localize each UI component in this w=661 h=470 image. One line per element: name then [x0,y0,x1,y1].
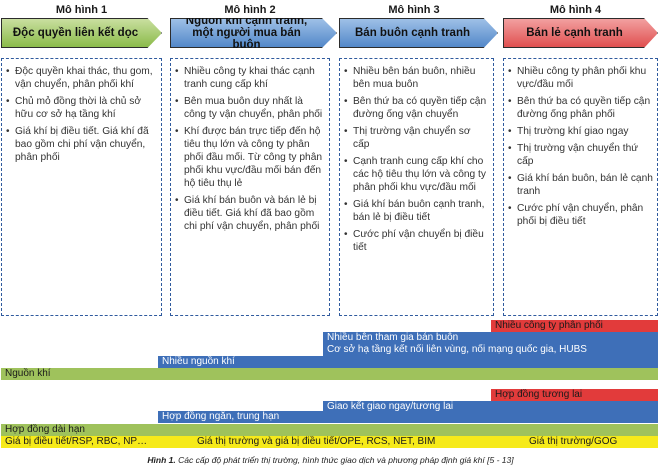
list-item: Giá khí bán buôn, bán lẻ cạnh tranh [508,172,653,198]
list-item: Nhiều công ty khai thác cạnh tranh cung … [175,65,325,91]
list-item: Thị trường vận chuyển thứ cấp [508,142,653,168]
market-prices-label: Giá thị trường/GOG [529,436,618,447]
list-item: Nhiều bên bán buôn, nhiều bên mua buôn [344,65,489,91]
list-item: Cước phí vận chuyển bị điều tiết [344,228,489,254]
many-gas-sources-bar: Nhiều nguồn khí [158,356,658,368]
list-item: Cạnh tranh cung cấp khí cho các hộ tiêu … [344,155,489,194]
figure-caption: Hình 1. Các cấp độ phát triển thị trường… [0,455,661,465]
model-4-title-arrow: Bán lẻ cạnh tranh [503,18,658,48]
model-1-description-box: Độc quyền khai thác, thu gom, vận chuyển… [1,58,162,316]
list-item: Độc quyền khai thác, thu gom, vận chuyển… [6,65,157,91]
regional-infrastructure-label: Cơ sở hạ tầng kết nối liên vùng, nối mạn… [327,344,587,355]
many-wholesale-participants-label: Nhiều bên tham gia bán buôn [327,332,459,343]
model-2-title: Nguồn khí cạnh tranh, một người mua bán … [185,15,308,51]
model-4-heading: Mô hình 4 [549,4,602,16]
model-2-title-arrow: Nguồn khí cạnh tranh, một người mua bán … [170,18,337,48]
model-3-title-arrow: Bán buôn cạnh tranh [339,18,498,48]
forward-contracts-bar: Hợp đồng tương lai [491,389,658,401]
model-3-heading: Mô hình 3 [388,4,440,16]
model-1-title-arrow: Độc quyền liên kết dọc [1,18,162,48]
many-distributors-bar: Nhiều công ty phân phối [491,320,658,332]
model-4-description-box: Nhiều công ty phân phối khu vực/đầu mối … [503,58,658,316]
model-1-heading: Mô hình 1 [55,4,108,16]
model-4-title: Bán lẻ cạnh tranh [526,27,623,39]
short-medium-contracts-bar: Hợp đồng ngắn, trung hạn [158,411,658,423]
list-item: Khí được bán trực tiếp đến hộ tiêu thụ l… [175,125,325,190]
model-3-description-box: Nhiều bên bán buôn, nhiều bên mua buôn B… [339,58,494,316]
list-item: Chủ mỏ đồng thời là chủ sở hữu cơ sở hạ … [6,95,157,121]
model-2-description-box: Nhiều công ty khai thác cạnh tranh cung … [170,58,330,316]
pricing-bar: Giá bị điều tiết/RSP, RBC, NP… Giá thị t… [1,436,658,448]
gas-source-bar: Nguồn khí [1,368,658,380]
list-item: Bên thứ ba có quyền tiếp cận đường ống v… [344,95,489,121]
list-item: Bên mua buôn duy nhất là công ty vận chu… [175,95,325,121]
long-term-contracts-bar: Hợp đồng dài hạn [1,424,658,436]
caption-label: Hình 1. [147,455,176,465]
list-item: Giá khí bán buôn cạnh tranh, bán lẻ bị đ… [344,198,489,224]
regulated-prices-label: Giá bị điều tiết/RSP, RBC, NP… [5,436,148,447]
caption-text: Các cấp độ phát triển thị trường, hình t… [178,455,514,465]
list-item: Thị trường vận chuyển sơ cấp [344,125,489,151]
list-item: Nhiều công ty phân phối khu vực/đầu mối [508,65,653,91]
list-item: Thị trường khí giao ngay [508,125,653,138]
list-item: Giá khí bán buôn và bán lẻ bị điều tiết.… [175,194,325,233]
model-1-title: Độc quyền liên kết dọc [12,27,139,39]
many-wholesale-participants-bar: Nhiều bên tham gia bán buôn Cơ sở hạ tần… [323,332,658,357]
list-item: Giá khí bị điều tiết. Giá khí đã bao gồm… [6,125,157,164]
model-3-title: Bán buôn cạnh tranh [355,27,470,39]
spot-transactions-bar: Giao kết giao ngay/tương lai [323,401,658,413]
list-item: Cước phí vận chuyển, phân phối bị điều t… [508,202,653,228]
model-2-heading: Mô hình 2 [224,4,276,16]
market-regulated-prices-label: Giá thị trường và giá bị điều tiết/OPE, … [197,436,436,447]
list-item: Bên thứ ba có quyền tiếp cận đường ống p… [508,95,653,121]
